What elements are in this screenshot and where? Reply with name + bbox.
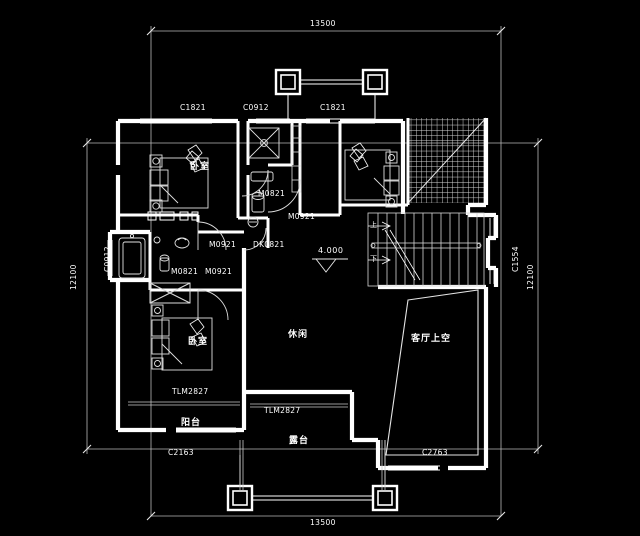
stair-up-marker: 上 <box>370 221 378 229</box>
bedroom-upper-right-furniture <box>344 142 400 208</box>
column-grid-top <box>274 68 389 122</box>
door-code-m0921-mid: M0921 <box>209 240 237 249</box>
wall-openings-windows <box>107 118 495 471</box>
interior-walls <box>108 118 410 292</box>
column-grid-bottom <box>226 440 399 512</box>
window-code-c2163: C2163 <box>168 448 194 457</box>
dimension-lines <box>82 26 543 521</box>
bedroom-upper-left-furniture <box>147 144 209 221</box>
room-label-living-room-void: 客厅上空 <box>411 334 452 344</box>
window-code-c0912-top: C0912 <box>243 103 269 112</box>
door-code-m0921-lower: M0921 <box>205 267 233 276</box>
window-code-c2763: C2763 <box>422 448 448 457</box>
staircase <box>367 212 485 287</box>
door-code-m0821-lower: M0821 <box>171 267 199 276</box>
dim-left-overall: 12100 <box>69 264 78 290</box>
room-label-bedroom-upper-left: 卧室 <box>190 162 211 172</box>
bathroom-fixtures <box>118 127 280 279</box>
room-label-leisure-hall: 休闲 <box>288 330 309 340</box>
window-code-c1821-right: C1821 <box>320 103 346 112</box>
railing-code-tlm2827-mid: TLM2827 <box>264 406 301 415</box>
railings <box>128 401 386 492</box>
elevation-symbol <box>312 258 348 273</box>
room-label-balcony: 阳台 <box>181 418 202 428</box>
elevation-value: 4.000 <box>318 246 344 255</box>
dim-top-overall: 13500 <box>310 19 336 28</box>
living-room-void-outline <box>385 289 479 456</box>
door-code-m0921-right: M0921 <box>288 212 316 221</box>
door-code-m0821-upper: M0821 <box>258 189 286 198</box>
door-code-dk0821: DK0821 <box>253 240 285 249</box>
window-code-c1821-left: C1821 <box>180 103 206 112</box>
window-code-c0912-left: C0912 <box>103 246 112 272</box>
dim-bottom-overall: 13500 <box>310 518 336 527</box>
bedroom-lower-left-furniture <box>149 282 213 371</box>
window-code-c1554-right: C1554 <box>511 246 520 272</box>
roof-hatch-area <box>407 117 487 204</box>
room-label-bedroom-lower-left: 卧室 <box>188 337 209 347</box>
room-label-terrace: 露台 <box>289 436 310 446</box>
vertical-louver-window <box>291 125 302 193</box>
dim-right-overall: 12100 <box>526 264 535 290</box>
door-swings <box>197 169 301 321</box>
railing-code-tlm2827-left: TLM2827 <box>172 387 209 396</box>
stair-down-marker: 下 <box>370 255 378 263</box>
